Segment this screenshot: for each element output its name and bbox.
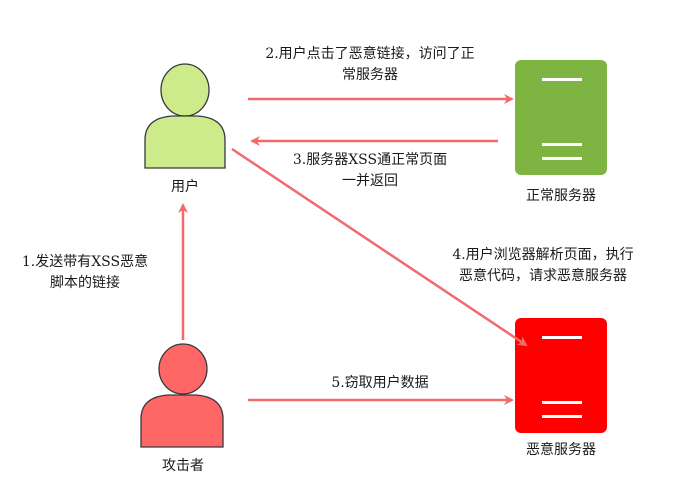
attacker-actor-icon <box>140 343 224 448</box>
malicious-server-icon <box>515 318 607 433</box>
step3-line1: 3.服务器XSS通正常页面 <box>292 152 448 168</box>
attacker-label: 攻击者 <box>162 458 204 474</box>
step3-label: 3.服务器XSS通正常页面 一并返回 <box>265 150 475 192</box>
step2-line2: 常服务器 <box>342 67 398 83</box>
step1-line2: 脚本的链接 <box>50 275 120 291</box>
step4-label: 4.用户浏览器解析页面，执行 恶意代码，请求恶意服务器 <box>418 245 668 287</box>
step2-label: 2.用户点击了恶意链接，访问了正 常服务器 <box>225 44 515 86</box>
step4-line1: 4.用户浏览器解析页面，执行 <box>452 247 634 263</box>
normal-server-label: 正常服务器 <box>526 188 596 204</box>
step5-label: 5.窃取用户数据 <box>290 373 470 394</box>
user-label: 用户 <box>171 179 199 195</box>
step2-line1: 2.用户点击了恶意链接，访问了正 <box>265 46 475 62</box>
step4-line2: 恶意代码，请求恶意服务器 <box>459 268 627 284</box>
normal-server-icon <box>515 60 607 175</box>
step3-line2: 一并返回 <box>342 173 398 189</box>
malicious-server-label: 恶意服务器 <box>526 442 596 458</box>
user-actor-icon <box>144 63 226 169</box>
step1-line1: 1.发送带有XSS恶意 <box>21 254 149 270</box>
step1-label: 1.发送带有XSS恶意 脚本的链接 <box>0 252 170 294</box>
step5-line1: 5.窃取用户数据 <box>331 375 429 391</box>
arrow-step4 <box>231 147 528 347</box>
